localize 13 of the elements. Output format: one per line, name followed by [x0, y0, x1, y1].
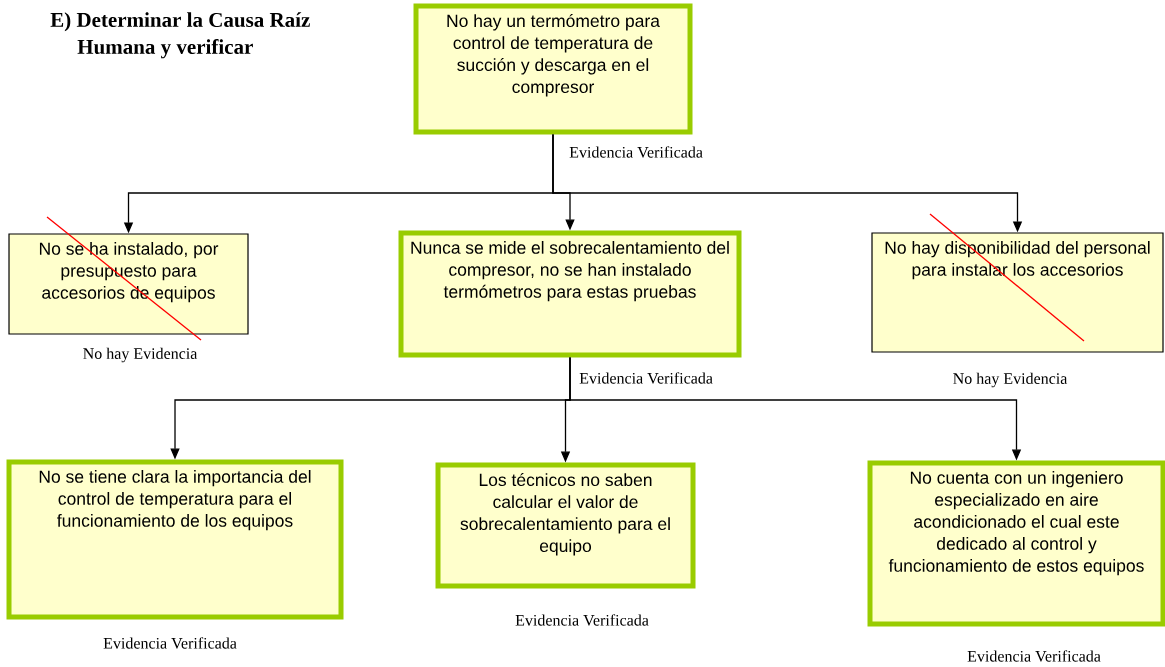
- cause-box: No cuenta con un ingeniero especializado en aire acondicionado el cual este dedicado al control y funcionamiento de estos equipos: [867, 460, 1165, 627]
- evidence-note: Evidencia Verificada: [515, 614, 649, 626]
- evidence-note: No hay Evidencia: [953, 372, 1068, 388]
- cause-box: No se tiene clara la importancia del control de temperatura para el funcionamiento de los equipos: [6, 459, 344, 620]
- cause-box: No hay un termómetro para control de temperatura de succión y descarga en el compresor: [413, 3, 693, 135]
- evidence-note: Evidencia Verificada: [967, 650, 1101, 662]
- cause-box: Los técnicos no saben calcular el valor de sobrecalentamiento para el equipo: [435, 462, 696, 589]
- title: E) Determinar la Causa Raíz Humana y verificar: [50, 12, 310, 59]
- evidence-note: Evidencia Verificada: [569, 146, 703, 158]
- evidence-note: No hay Evidencia: [83, 347, 198, 363]
- evidence-note: Evidencia Verificada: [579, 372, 713, 384]
- evidence-note: Evidencia Verificada: [103, 637, 237, 649]
- cause-box: Nunca se mide el sobrecalentamiento del compresor, no se han instalado termómetros para estas pruebas: [398, 230, 742, 358]
